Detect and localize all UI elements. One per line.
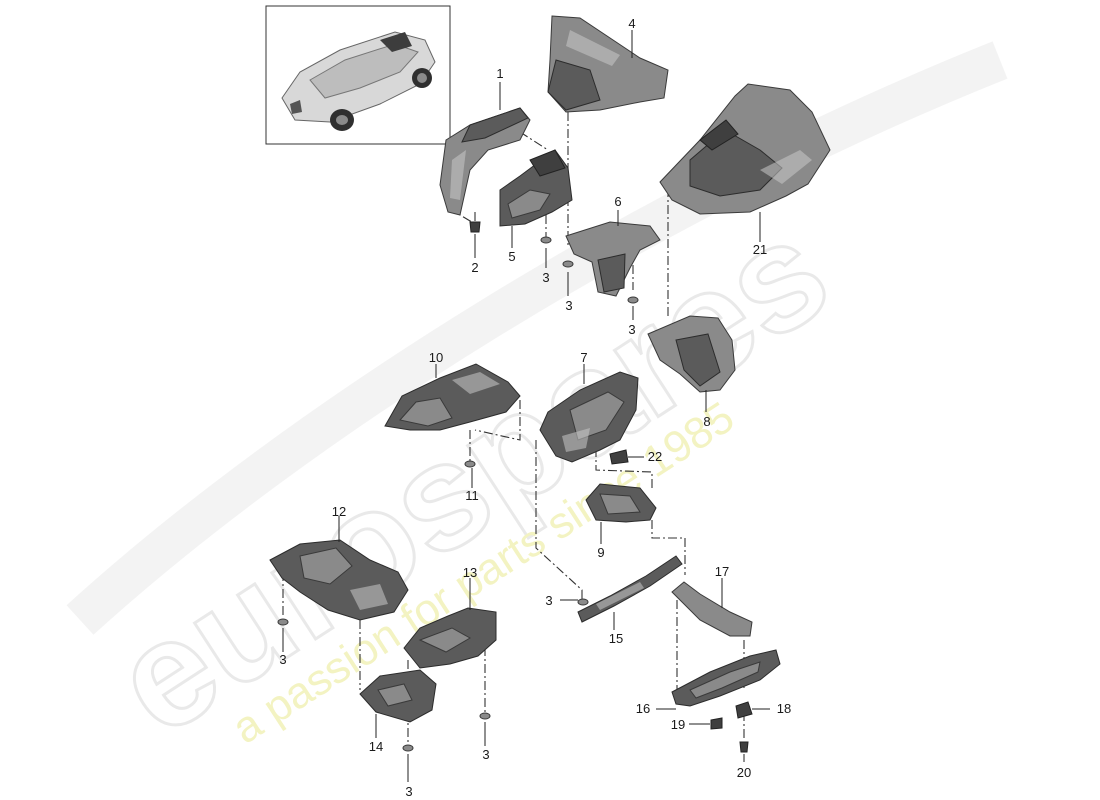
part-17-heat-shield[interactable] — [671, 581, 753, 637]
callout-15: 15 — [609, 631, 623, 646]
part-16-heat-shield[interactable] — [671, 649, 781, 707]
vehicle-locator-inset — [265, 5, 451, 145]
callout-9: 9 — [597, 545, 604, 560]
part-21-tunnel-heat-shield[interactable] — [659, 83, 831, 215]
callout-17: 17 — [715, 564, 729, 579]
part-2-screw[interactable] — [469, 221, 481, 233]
part-10-heat-shield[interactable] — [384, 363, 521, 431]
part-12-heat-shield[interactable] — [269, 539, 409, 621]
callout-3: 3 — [545, 593, 552, 608]
part-15-bracket[interactable] — [577, 555, 683, 623]
leader-lines — [282, 30, 770, 782]
callout-3: 3 — [405, 784, 412, 799]
callout-14: 14 — [369, 739, 383, 754]
part-3-nut-group[interactable] — [277, 236, 639, 752]
callout-20: 20 — [737, 765, 751, 780]
callout-3: 3 — [482, 747, 489, 762]
callout-11: 11 — [465, 488, 479, 503]
nut[interactable] — [562, 260, 574, 268]
callout-16: 16 — [636, 701, 650, 716]
callout-22: 22 — [648, 449, 662, 464]
part-1-heat-shield[interactable] — [439, 107, 531, 216]
part-22-clip[interactable] — [609, 449, 629, 465]
callout-12: 12 — [332, 504, 346, 519]
callout-labels: 1 2 3 3 3 3 3 3 3 4 5 6 7 8 9 10 11 12 1… — [279, 16, 791, 799]
callout-3: 3 — [628, 322, 635, 337]
callout-2: 2 — [471, 260, 478, 275]
callout-19: 19 — [671, 717, 685, 732]
callout-5: 5 — [508, 249, 515, 264]
nut[interactable] — [577, 598, 589, 606]
callout-18: 18 — [777, 701, 791, 716]
part-9-heat-shield[interactable] — [585, 483, 657, 523]
part-6-heat-shield[interactable] — [565, 221, 661, 297]
part-14-heat-shield[interactable] — [359, 669, 437, 723]
nut[interactable] — [479, 712, 491, 720]
callout-21: 21 — [753, 242, 767, 257]
callout-4: 4 — [628, 16, 635, 31]
part-5-heat-shield[interactable] — [499, 149, 573, 227]
part-20-screw[interactable] — [739, 741, 749, 753]
part-7-heat-shield[interactable] — [539, 371, 639, 463]
callout-1: 1 — [496, 66, 503, 81]
callout-8: 8 — [703, 414, 710, 429]
callout-13: 13 — [463, 565, 477, 580]
callout-3: 3 — [565, 298, 572, 313]
nut[interactable] — [277, 618, 289, 626]
part-4-heat-shield[interactable] — [547, 15, 669, 113]
callout-10: 10 — [429, 350, 443, 365]
nut[interactable] — [540, 236, 552, 244]
part-19-nut[interactable] — [710, 717, 723, 730]
part-18-clip[interactable] — [735, 701, 753, 719]
callout-3: 3 — [279, 652, 286, 667]
part-8-heat-shield[interactable] — [647, 315, 736, 393]
nut[interactable] — [464, 460, 476, 468]
part-13-heat-shield[interactable] — [403, 607, 497, 669]
callout-3: 3 — [542, 270, 549, 285]
nut[interactable] — [402, 744, 414, 752]
nut[interactable] — [627, 296, 639, 304]
callout-6: 6 — [614, 194, 621, 209]
car-thumbnail — [281, 31, 436, 131]
callout-7: 7 — [580, 350, 587, 365]
